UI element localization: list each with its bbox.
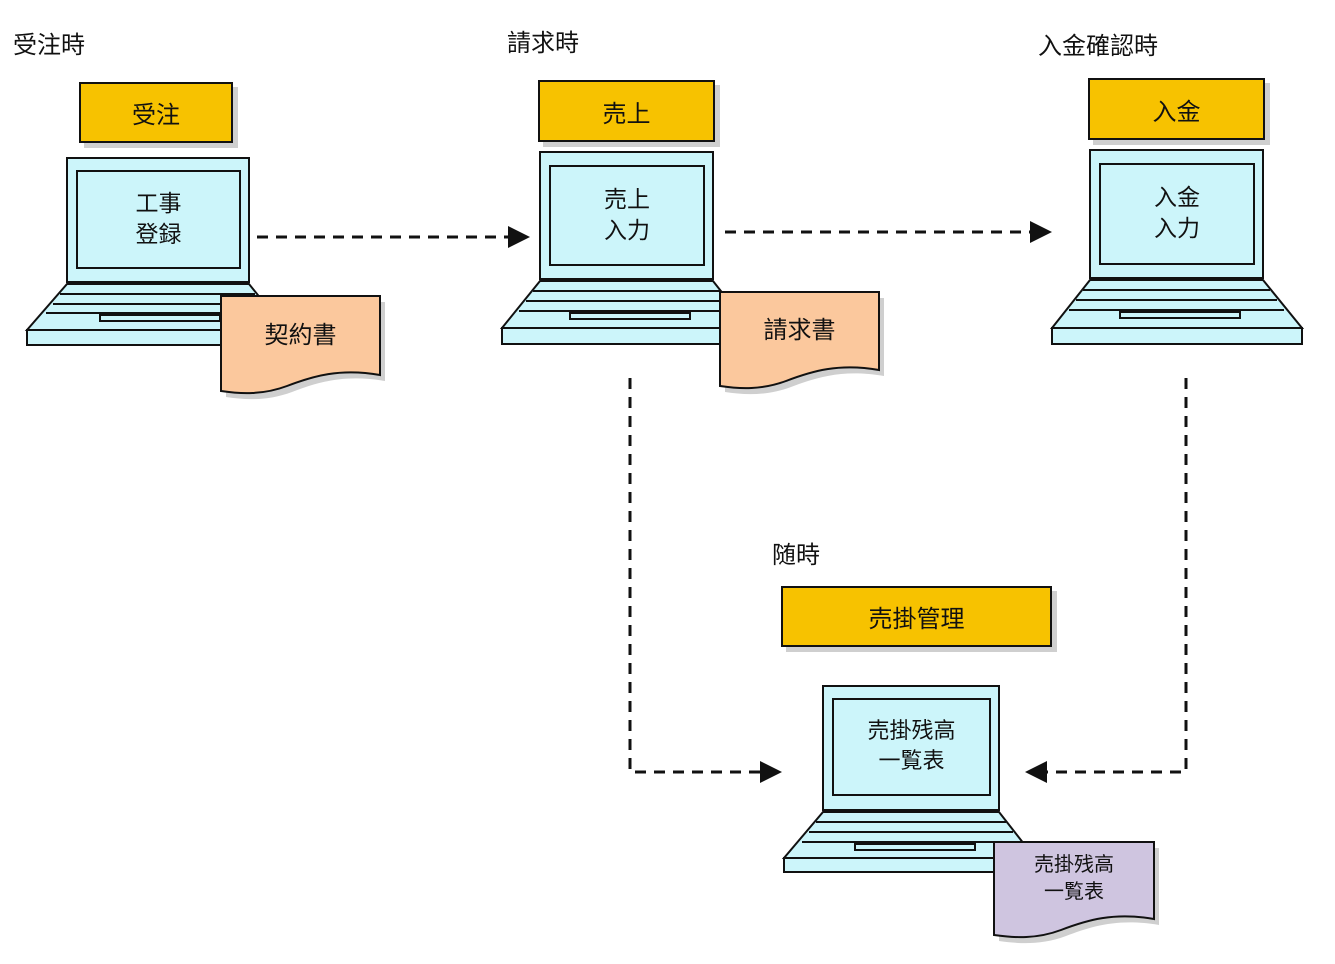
document-line: 売掛残高 bbox=[1034, 852, 1114, 876]
stage-label-invoice: 請求時 bbox=[507, 29, 579, 57]
screen-line: 売掛残高 bbox=[867, 719, 956, 744]
screen-text-invoice: 売上 入力 bbox=[550, 166, 704, 265]
laptop-anytime bbox=[781, 685, 1038, 873]
phase-box-invoice: 売上 bbox=[538, 80, 715, 142]
phase-box-anytime: 売掛管理 bbox=[781, 586, 1052, 647]
screen-line: 一覧表 bbox=[878, 749, 945, 774]
screen-line: 入力 bbox=[1154, 216, 1200, 242]
document-line: 請求書 bbox=[763, 316, 836, 344]
document-invoice bbox=[719, 291, 884, 395]
laptop-invoice bbox=[499, 151, 753, 345]
screen-text-payment: 入金 入力 bbox=[1100, 164, 1254, 264]
document-text-invoice: 請求書 bbox=[720, 296, 879, 364]
stage-label-anytime: 随時 bbox=[772, 541, 820, 569]
document-text-receivables-list: 売掛残高 一覧表 bbox=[994, 846, 1154, 910]
document-receivables-list bbox=[993, 841, 1159, 944]
arrowhead-invoice-to-payment bbox=[1030, 221, 1052, 243]
arrowhead-order-to-invoice bbox=[508, 226, 530, 248]
phase-box-payment: 入金 bbox=[1088, 78, 1265, 140]
arrow-invoice-to-anytime bbox=[628, 378, 770, 774]
screen-text-order: 工事 登録 bbox=[77, 171, 240, 268]
screen-line: 工事 bbox=[135, 190, 182, 217]
arrow-payment-to-anytime bbox=[1036, 378, 1188, 774]
screen-text-anytime: 売掛残高 一覧表 bbox=[833, 699, 990, 795]
screen-line: 登録 bbox=[135, 221, 182, 248]
flow-arrows bbox=[257, 221, 1188, 783]
screen-line: 売上 bbox=[604, 186, 650, 213]
arrowhead-invoice-to-anytime bbox=[760, 761, 782, 783]
document-contract bbox=[220, 295, 385, 400]
document-text-contract: 契約書 bbox=[221, 300, 380, 370]
laptop-payment bbox=[1049, 149, 1305, 345]
stage-label-order: 受注時 bbox=[13, 31, 85, 59]
document-line: 一覧表 bbox=[1044, 879, 1104, 903]
stage-label-payment: 入金確認時 bbox=[1038, 32, 1158, 60]
arrowhead-payment-to-anytime bbox=[1025, 761, 1047, 783]
phase-box-order: 受注 bbox=[79, 82, 233, 143]
screen-line: 入金 bbox=[1154, 185, 1200, 211]
document-line: 契約書 bbox=[264, 321, 337, 349]
screen-line: 入力 bbox=[604, 217, 650, 244]
